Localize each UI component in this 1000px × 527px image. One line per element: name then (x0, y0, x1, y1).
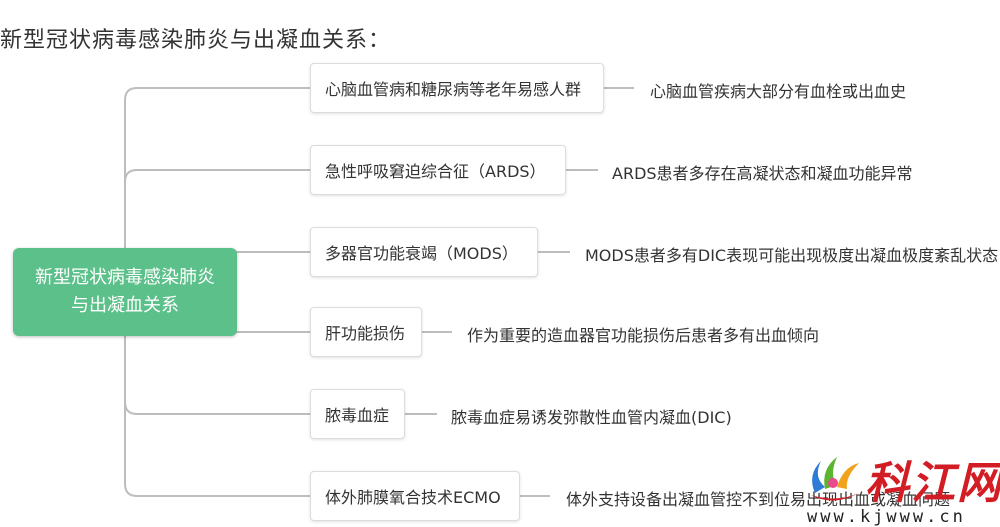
branch-node-label: 脓毒血症 (325, 406, 390, 425)
branch-node-1[interactable]: 心脑血管病和糖尿病等老年易感人群 (310, 63, 604, 113)
root-node[interactable]: 新型冠状病毒感染肺炎 与出凝血关系 (13, 248, 237, 336)
root-node-line1: 新型冠状病毒感染肺炎 (35, 267, 215, 288)
connector-branch-2 (124, 169, 310, 183)
branch-node-2[interactable]: 急性呼吸窘迫综合征（ARDS） (310, 145, 566, 195)
watermark-name: 科江网 (865, 458, 1000, 509)
branch-node-label: 多器官功能衰竭（MODS） (325, 244, 518, 263)
branch-node-label: 体外肺膜氧合技术ECMO (325, 488, 501, 507)
branch-node-label: 肝功能损伤 (325, 324, 406, 343)
page-title: 新型冠状病毒感染肺炎与出凝血关系： (0, 28, 392, 53)
branch-desc-2: ARDS患者多存在高凝状态和凝血功能异常 (612, 164, 913, 183)
connector-spine (124, 87, 310, 292)
branch-node-6[interactable]: 体外肺膜氧合技术ECMO (310, 471, 520, 521)
branch-node-label: 急性呼吸窘迫综合征（ARDS） (325, 162, 546, 181)
branch-desc-1: 心脑血管疾病大部分有血栓或出血史 (650, 82, 907, 101)
branch-desc-5: 脓毒血症易诱发弥散性血管内凝血(DIC) (451, 408, 732, 427)
branch-node-label: 心脑血管病和糖尿病等老年易感人群 (325, 80, 582, 99)
branch-node-3[interactable]: 多器官功能衰竭（MODS） (310, 227, 538, 277)
watermark-url: www.kjwww.cn (807, 507, 966, 527)
watermark-logo-icon (811, 457, 859, 501)
connector-spine-bottom (124, 292, 310, 497)
branch-desc-4: 作为重要的造血器官功能损伤后患者多有出血倾向 (467, 326, 820, 345)
branch-node-5[interactable]: 脓毒血症 (310, 389, 405, 439)
branch-desc-6: 体外支持设备出凝血管控不到位易出现出血或凝血问题 (566, 490, 951, 509)
root-node-line2: 与出凝血关系 (71, 295, 179, 316)
connector-branch-5 (124, 401, 310, 415)
watermark: 科江网 www.kjwww.cn (795, 445, 1000, 527)
branch-desc-3: MODS患者多有DIC表现可能出现极度出凝血极度紊乱状态 (585, 246, 999, 265)
branch-node-4[interactable]: 肝功能损伤 (310, 307, 422, 357)
